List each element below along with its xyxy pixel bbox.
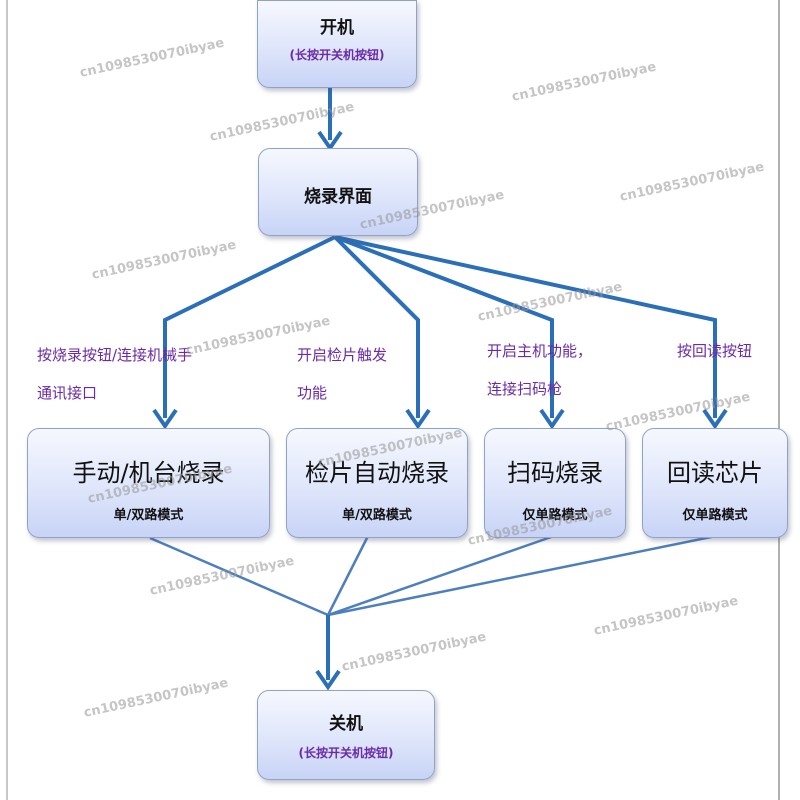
node-power-on-subtitle: (长按开关机按钮) xyxy=(289,48,385,62)
edge-label-readback: 按回读按钮 xyxy=(677,332,752,370)
arrowhead-to-auto xyxy=(405,408,431,430)
arrow-to-readback xyxy=(334,235,717,418)
node-burn-interface-title: 烧录界面 xyxy=(304,187,372,207)
arrow-to-auto xyxy=(333,235,420,418)
edge-label-scan-line-1: 开启主机功能， xyxy=(487,342,593,360)
node-auto-burn-subtitle: 单/双路模式 xyxy=(342,508,412,523)
node-scan-burn: 扫码烧录 仅单路模式 xyxy=(484,428,626,538)
arrowhead-to-manual xyxy=(152,408,178,430)
node-auto-burn-title: 检片自动烧录 xyxy=(305,459,449,487)
edge-label-manual-line-1: 按烧录按钮/连接机械手 xyxy=(37,346,193,364)
edge-label-readback-line-1: 按回读按钮 xyxy=(677,342,753,360)
node-power-on-title: 开机 xyxy=(320,18,354,38)
node-readback-chip: 回读芯片 仅单路模式 xyxy=(642,428,788,538)
edge-label-scan-line-2: 连接扫码枪 xyxy=(487,380,563,398)
node-readback-chip-title: 回读芯片 xyxy=(667,459,763,487)
node-power-on: 开机 (长按开关机按钮) xyxy=(257,0,417,88)
edge-label-manual-line-2: 通讯接口 xyxy=(37,384,98,402)
node-manual-burn-subtitle: 单/双路模式 xyxy=(113,508,184,523)
edge-label-scan: 开启主机功能， 连接扫码枪 xyxy=(487,332,592,408)
node-scan-burn-subtitle: 仅单路模式 xyxy=(522,508,588,523)
line-scan-to-join xyxy=(327,534,555,617)
arrow-to-manual xyxy=(163,235,336,418)
node-auto-burn: 检片自动烧录 单/双路模式 xyxy=(286,428,468,538)
edge-label-auto-line-2: 功能 xyxy=(297,384,328,402)
edge-label-auto-line-1: 开启检片触发 xyxy=(297,346,388,364)
line-readback-to-join xyxy=(327,534,717,617)
arrowhead-to-scan xyxy=(539,408,565,430)
frame-border-right xyxy=(778,0,780,800)
node-readback-chip-subtitle: 仅单路模式 xyxy=(682,508,748,523)
edge-label-auto: 开启检片触发 功能 xyxy=(297,336,387,412)
edge-label-manual: 按烧录按钮/连接机械手 通讯接口 xyxy=(37,336,192,412)
frame-border-left xyxy=(6,0,8,800)
arrowhead-join-to-poweroff xyxy=(315,669,341,691)
node-burn-interface: 烧录界面 xyxy=(258,148,418,236)
node-power-off: 关机 (长按开关机按钮) xyxy=(257,690,435,780)
arrowhead-to-readback xyxy=(702,408,728,430)
node-manual-burn: 手动/机台烧录 单/双路模式 xyxy=(27,428,270,538)
line-auto-to-join xyxy=(326,535,370,616)
node-scan-burn-title: 扫码烧录 xyxy=(507,459,603,487)
node-manual-burn-title: 手动/机台烧录 xyxy=(72,459,225,487)
node-power-off-subtitle: (长按开关机按钮) xyxy=(298,746,394,760)
arrow-to-scan xyxy=(334,235,554,418)
line-manual-to-join xyxy=(149,536,329,617)
node-power-off-title: 关机 xyxy=(329,714,363,734)
